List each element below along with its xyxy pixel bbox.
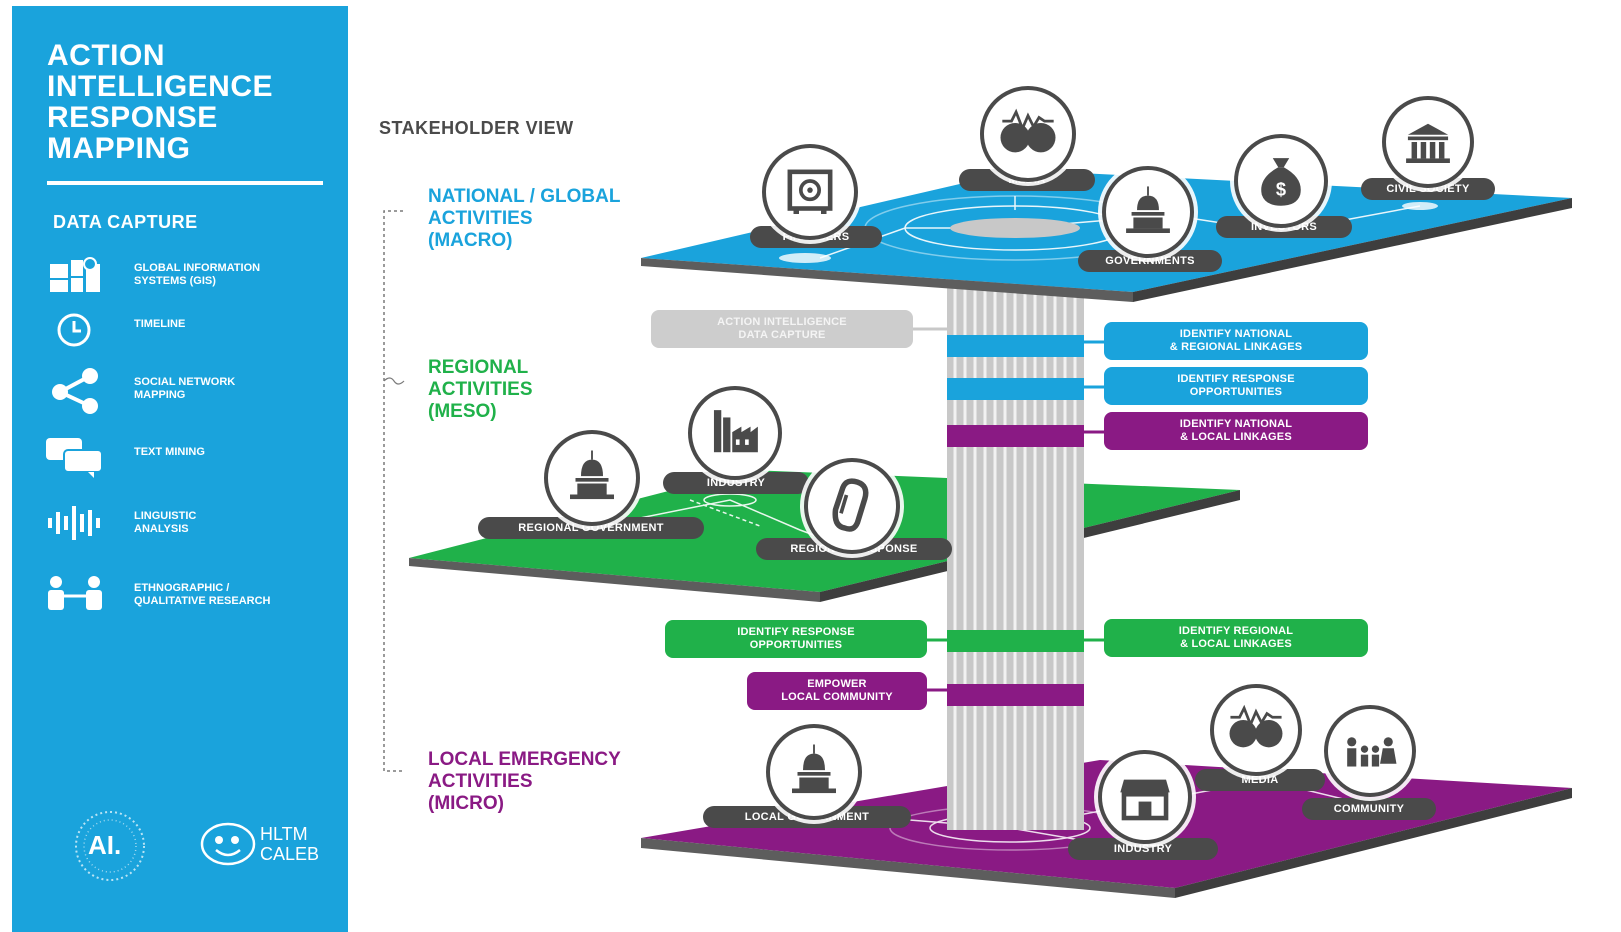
- family-icon: [1324, 705, 1416, 797]
- capitol-icon: [766, 724, 862, 820]
- micro-label-industry: INDUSTRY: [1068, 838, 1218, 860]
- sidebar-panel: ACTION INTELLIGENCE RESPONSE MAPPING DAT…: [12, 6, 348, 932]
- level-bracket: [383, 210, 403, 772]
- tag-national-local-linkages: IDENTIFY NATIONAL & LOCAL LINKAGES: [1104, 412, 1368, 450]
- sidebar-item-timeline: TIMELINE: [46, 310, 346, 360]
- money-bag-icon: $: [1234, 134, 1328, 228]
- sidebar-title-line: INTELLIGENCE: [47, 70, 274, 103]
- factory-icon: [688, 386, 782, 480]
- tag-response-opportunities-mid: IDENTIFY RESPONSE OPPORTUNITIES: [665, 620, 927, 658]
- clock-icon: [46, 310, 106, 358]
- bracket-mid-mark: [383, 377, 405, 385]
- sidebar-divider: [47, 181, 323, 185]
- carabiner-icon: [804, 458, 900, 554]
- macro-label-civil-society: CIVIL SOCIETY: [1361, 178, 1495, 200]
- svg-text:$: $: [1276, 179, 1286, 200]
- ai-logo: AI.: [60, 806, 170, 886]
- sidebar-item-label: TEXT MINING: [134, 446, 205, 458]
- level-label-meso: REGIONAL ACTIVITIES (MESO): [428, 357, 533, 422]
- micro-platform-edge: [641, 838, 1175, 898]
- civil-society-building-icon: [1382, 96, 1474, 188]
- level-label-micro: LOCAL EMERGENCY ACTIVITIES (MICRO): [428, 749, 621, 814]
- media-icon: [1210, 684, 1302, 776]
- partner-logo-text-2: CALEB: [260, 844, 320, 864]
- people-icon: [46, 574, 106, 622]
- sidebar-title-line: MAPPING: [47, 132, 191, 165]
- macro-platform-edge: [641, 258, 1133, 302]
- pillar-band-blue-2: [947, 378, 1084, 400]
- partner-logo: HLTM CALEB: [198, 818, 328, 878]
- sidebar-title-line: RESPONSE: [47, 101, 218, 134]
- sidebar-title-line: ACTION: [47, 39, 165, 72]
- sidebar-item-text-mining: TEXT MINING: [46, 438, 346, 488]
- micro-platform-edge-right: [1175, 788, 1572, 898]
- tag-response-opportunities-top: IDENTIFY RESPONSE OPPORTUNITIES: [1104, 367, 1368, 405]
- sidebar-title: ACTION INTELLIGENCE RESPONSE MAPPING: [47, 40, 273, 164]
- level-label-macro: NATIONAL / GLOBAL ACTIVITIES (MACRO): [428, 186, 621, 251]
- meso-label-industry: INDUSTRY: [663, 472, 809, 494]
- sidebar-item-label: TIMELINE: [134, 318, 186, 330]
- capitol-icon: [1102, 166, 1194, 258]
- tag-data-capture: ACTION INTELLIGENCE DATA CAPTURE: [651, 310, 913, 348]
- safe-icon: [762, 144, 858, 240]
- micro-label-community: COMMUNITY: [1302, 798, 1436, 820]
- storefront-icon: [1098, 750, 1192, 844]
- sidebar-item-ethnographic: ETHNOGRAPHIC / QUALITATIVE RESEARCH: [46, 574, 346, 624]
- pillar-band-purple-1: [947, 425, 1084, 447]
- pillar-band-green: [947, 630, 1084, 652]
- macro-label-governments: GOVERNMENTS: [1078, 250, 1222, 272]
- chat-icon: [46, 438, 106, 486]
- share-icon: [46, 368, 106, 416]
- pillar-band-blue-1: [947, 335, 1084, 357]
- macro-platform-edge-right: [1133, 198, 1572, 302]
- sidebar-item-linguistic-analysis: LINGUISTIC ANALYSIS: [46, 502, 346, 552]
- sidebar-subtitle: DATA CAPTURE: [53, 212, 198, 232]
- meso-label-regional-government: REGIONAL GOVERNMENT: [478, 517, 704, 539]
- media-icon: [980, 86, 1076, 182]
- tag-empower-local-community: EMPOWER LOCAL COMMUNITY: [747, 672, 927, 710]
- tag-regional-local-linkages: IDENTIFY REGIONAL & LOCAL LINKAGES: [1104, 619, 1368, 657]
- stakeholder-view-title: STAKEHOLDER VIEW: [379, 118, 574, 138]
- node-dot: [779, 253, 831, 263]
- sidebar-item-social-network: SOCIAL NETWORK MAPPING: [46, 368, 346, 418]
- meso-platform-edge: [409, 558, 820, 602]
- pillar-band-purple-2: [947, 684, 1084, 706]
- sidebar-item-label: LINGUISTIC ANALYSIS: [134, 510, 197, 535]
- sidebar-item-label: SOCIAL NETWORK MAPPING: [134, 376, 236, 401]
- sidebar-item-gis: GLOBAL INFORMATION SYSTEMS (GIS): [46, 254, 346, 304]
- tag-national-regional-linkages: IDENTIFY NATIONAL & REGIONAL LINKAGES: [1104, 322, 1368, 360]
- soundwave-icon: [46, 502, 106, 550]
- gis-icon: [46, 254, 106, 302]
- micro-label-media: MEDIA: [1195, 769, 1325, 791]
- pillar-stripes: [953, 278, 1077, 830]
- sidebar-item-label: GLOBAL INFORMATION SYSTEMS (GIS): [134, 262, 261, 287]
- pillar-top: [950, 218, 1080, 238]
- ai-logo-text: AI.: [88, 830, 122, 860]
- capitol-icon: [544, 430, 640, 526]
- partner-logo-text-1: HLTM: [260, 824, 308, 844]
- node-dot: [1402, 202, 1438, 210]
- sidebar-item-label: ETHNOGRAPHIC / QUALITATIVE RESEARCH: [134, 582, 271, 607]
